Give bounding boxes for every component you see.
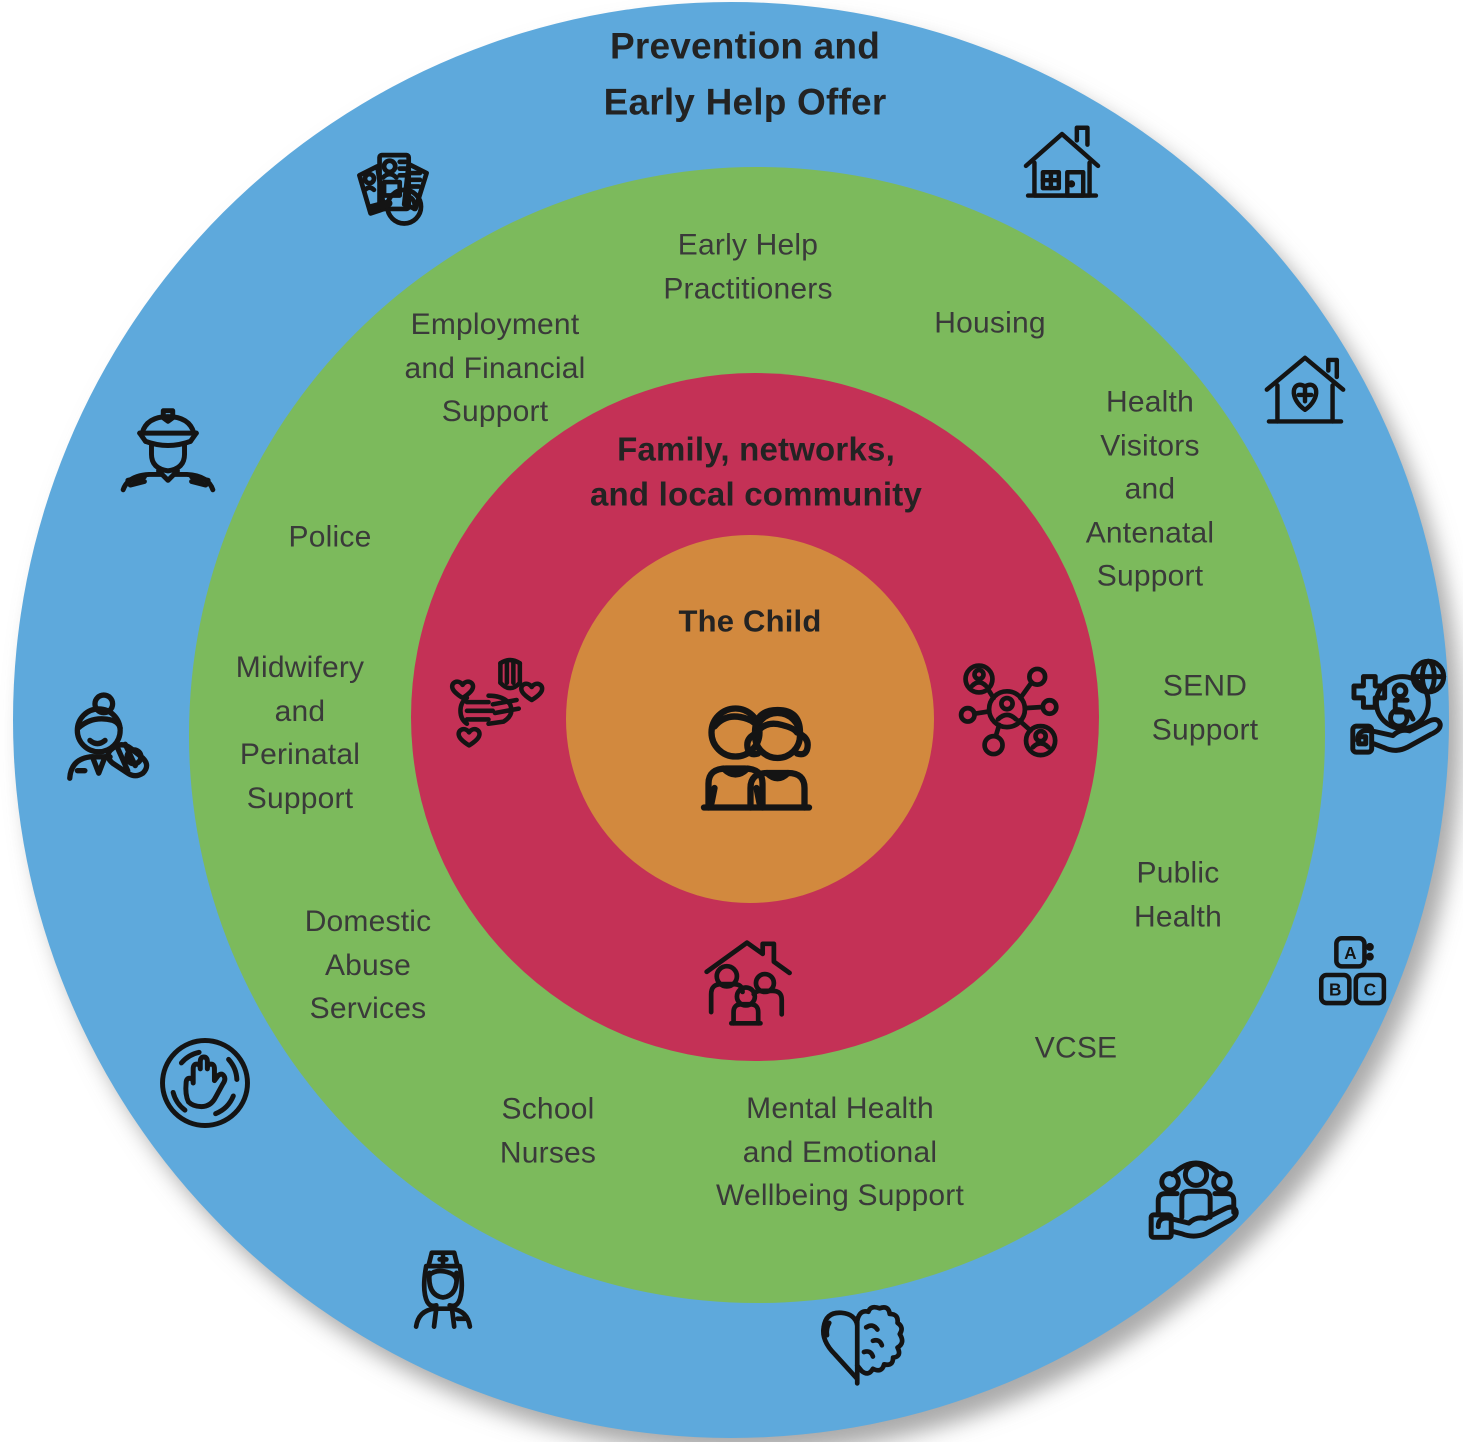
house-icon bbox=[1009, 115, 1115, 221]
service-label-police: Police bbox=[288, 520, 372, 554]
service-label-midwifery: Midwifery and Perinatal Support bbox=[235, 651, 365, 815]
heart-brain-icon bbox=[799, 1296, 911, 1408]
cv-search-icon bbox=[337, 135, 449, 247]
service-label-early-help-practitioners: Early Help Practitioners bbox=[663, 228, 833, 306]
midwife-icon bbox=[37, 685, 163, 811]
child-heading: The Child bbox=[678, 603, 822, 639]
family-home-icon bbox=[691, 927, 803, 1039]
house-health-icon bbox=[1252, 343, 1358, 449]
abc-blocks-icon: A B C bbox=[1291, 921, 1399, 1029]
block-letter-b: B bbox=[1329, 980, 1341, 1000]
hands-hearts-icon bbox=[441, 646, 549, 754]
service-label-health-visitors: Health Visitors and Antenatal Support bbox=[1085, 385, 1215, 593]
community-ring-heading: Family, networks, and local community bbox=[589, 430, 923, 512]
service-label-domestic-abuse: Domestic Abuse Services bbox=[304, 904, 432, 1025]
stop-hand-icon bbox=[146, 1024, 264, 1142]
nurse-icon bbox=[387, 1237, 499, 1349]
block-letter-a: A bbox=[1344, 943, 1357, 963]
police-officer-icon bbox=[109, 393, 227, 511]
children-icon bbox=[677, 683, 827, 833]
community-hand-icon bbox=[1137, 1137, 1255, 1255]
service-label-housing: Housing bbox=[934, 306, 1046, 340]
service-label-employment-financial: Employment and Financial Support bbox=[404, 307, 586, 428]
people-network-icon bbox=[951, 651, 1063, 763]
block-letter-c: C bbox=[1364, 980, 1376, 1000]
outer-ring-heading: Prevention and Early Help Offer bbox=[603, 25, 887, 123]
service-label-send-support: SEND Support bbox=[1151, 669, 1259, 747]
service-label-public-health: Public Health bbox=[1134, 856, 1222, 934]
service-label-school-nurses: School Nurses bbox=[499, 1092, 597, 1170]
service-label-vcse: VCSE bbox=[1034, 1031, 1118, 1065]
send-support-icon bbox=[1341, 653, 1459, 771]
service-label-mental-health: Mental Health and Emotional Wellbeing Su… bbox=[716, 1091, 964, 1212]
